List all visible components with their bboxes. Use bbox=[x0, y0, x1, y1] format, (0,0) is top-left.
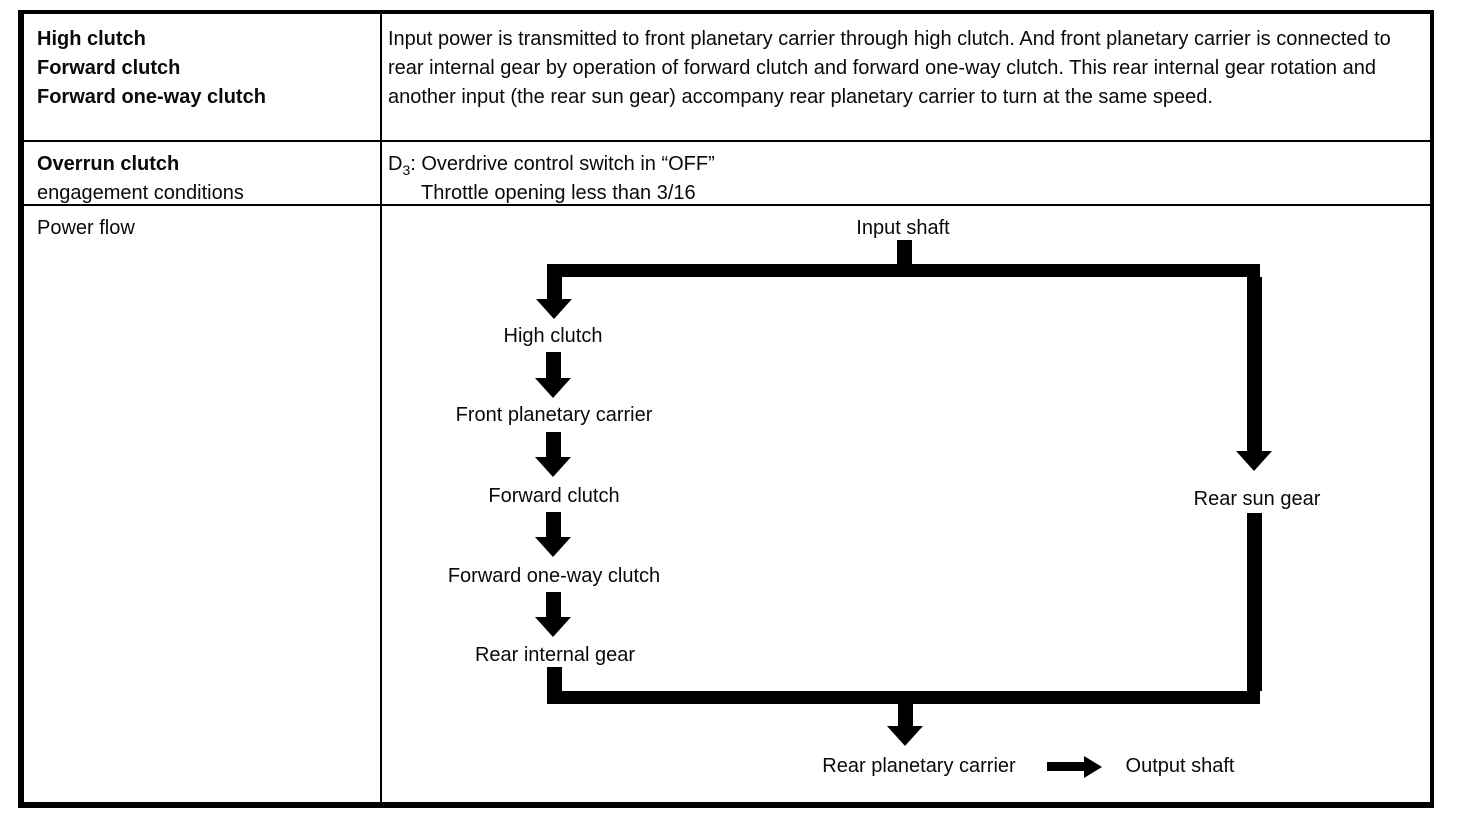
input-shaft-connector-line bbox=[897, 240, 912, 266]
node-high-clutch: High clutch bbox=[503, 325, 603, 347]
power-flow-label-cell: Power flow bbox=[24, 204, 380, 802]
engagement-label-line2: engagement conditions bbox=[37, 182, 244, 204]
clutch-names-cell: High clutch Forward clutch Forward one-w… bbox=[24, 14, 380, 140]
arrow-down-icon bbox=[535, 617, 571, 637]
condition-text: : Overdrive control switch in “OFF” bbox=[410, 153, 715, 175]
arrow-to-high-clutch-stem bbox=[547, 275, 562, 299]
arrow-to-front-planetary-carrier-stem bbox=[546, 352, 561, 378]
node-output-shaft: Output shaft bbox=[1125, 755, 1235, 777]
node-rear-internal-gear: Rear internal gear bbox=[474, 644, 636, 666]
clutch-name-line: Forward one-way clutch bbox=[37, 86, 266, 108]
arrow-to-output-shaft-stem bbox=[1047, 762, 1084, 771]
gear-range-subscript: 3 bbox=[402, 162, 411, 178]
engagement-conditions-cell: D3: Overdrive control switch in “OFF” Th… bbox=[380, 140, 1430, 204]
power-flow-diagram-cell: Input shaft High clutch Front planetary … bbox=[380, 204, 1430, 802]
node-rear-sun-gear: Rear sun gear bbox=[1193, 488, 1321, 510]
engagement-condition-line2: Throttle opening less than 3/16 bbox=[421, 182, 696, 204]
power-flow-description: Input power is transmitted to front plan… bbox=[388, 28, 1391, 108]
power-flow-table: High clutch Forward clutch Forward one-w… bbox=[18, 10, 1434, 808]
rear-sun-gear-branch-line-upper bbox=[1247, 277, 1262, 451]
arrow-down-icon bbox=[536, 299, 572, 319]
arrow-right-icon bbox=[1084, 756, 1102, 778]
node-input-shaft: Input shaft bbox=[856, 217, 950, 239]
rear-sun-gear-branch-line-lower bbox=[1247, 513, 1262, 691]
arrow-to-forward-clutch-stem bbox=[546, 432, 561, 457]
power-flow-diagram: Input shaft High clutch Front planetary … bbox=[382, 206, 1430, 802]
arrow-to-rear-planetary-carrier-stem bbox=[898, 704, 913, 726]
engagement-conditions-label-cell: Overrun clutch engagement conditions bbox=[24, 140, 380, 204]
node-front-planetary-carrier: Front planetary carrier bbox=[455, 404, 653, 426]
engagement-label-line1: Overrun clutch bbox=[37, 153, 180, 175]
node-forward-clutch: Forward clutch bbox=[488, 485, 620, 507]
node-rear-planetary-carrier: Rear planetary carrier bbox=[822, 755, 1016, 777]
arrow-down-icon bbox=[535, 457, 571, 477]
arrow-to-rear-internal-gear-stem bbox=[546, 592, 561, 617]
bottom-branch-bar bbox=[547, 691, 1260, 704]
node-forward-one-way-clutch: Forward one-way clutch bbox=[447, 565, 661, 587]
gear-range-symbol: D3 bbox=[388, 153, 411, 178]
clutch-name-line: High clutch bbox=[37, 28, 146, 50]
arrow-down-icon bbox=[1236, 451, 1272, 471]
clutch-name-line: Forward clutch bbox=[37, 57, 181, 79]
power-flow-description-cell: Input power is transmitted to front plan… bbox=[380, 14, 1430, 140]
arrow-to-forward-one-way-clutch-stem bbox=[546, 512, 561, 537]
top-branch-bar bbox=[547, 264, 1260, 277]
arrow-down-icon bbox=[887, 726, 923, 746]
power-flow-label: Power flow bbox=[37, 217, 135, 239]
arrow-down-icon bbox=[535, 378, 571, 398]
arrow-down-icon bbox=[535, 537, 571, 557]
engagement-condition-line1: D3: Overdrive control switch in “OFF” bbox=[388, 150, 1416, 179]
rear-internal-gear-connector-line bbox=[547, 667, 562, 691]
